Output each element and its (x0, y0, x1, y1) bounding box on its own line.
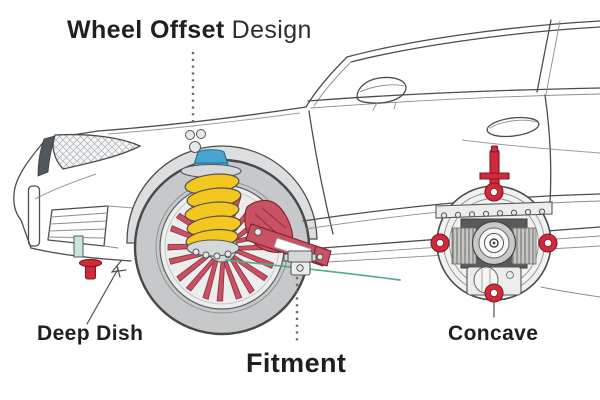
label-concave: Concave (448, 322, 539, 345)
drum-adjuster-rod (479, 145, 510, 187)
lower-grille (47, 205, 134, 249)
front-adjuster-bolt (78, 258, 103, 280)
green-reference-line (225, 259, 401, 281)
fitment-bracket (283, 250, 317, 276)
title-emphasis: Wheel Offset (67, 16, 225, 44)
drum-red-bolts (430, 182, 558, 303)
title-rest: Design (231, 16, 312, 44)
door-handle (486, 116, 540, 138)
rear-drum-hub (430, 145, 558, 303)
drum-top-bar (435, 201, 553, 219)
deep-dish-clip (110, 260, 127, 278)
grille-strip (37, 135, 56, 177)
label-fitment: Fitment (246, 348, 347, 378)
coilover-spring (180, 129, 242, 260)
side-mirror (356, 76, 407, 111)
front-bumper (13, 130, 142, 280)
deep-dish-pointer (86, 268, 119, 325)
drum-center-bearing (471, 220, 517, 266)
headlight (52, 133, 142, 170)
callout-pointers (86, 52, 495, 344)
car-body-outline (97, 19, 600, 235)
bumper-corner-trim (27, 185, 41, 247)
teal-spacer (73, 235, 84, 258)
label-deep-dish: Deep Dish (37, 322, 144, 345)
yellow-spring-coils (184, 173, 242, 250)
